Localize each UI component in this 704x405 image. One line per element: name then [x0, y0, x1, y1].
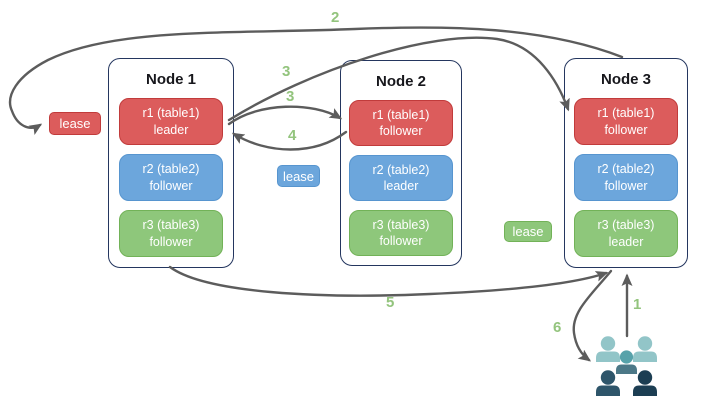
- node-2-replica-r1: r1 (table1) follower: [349, 100, 453, 146]
- node-2-replica-r3: r3 (table3) follower: [349, 210, 453, 256]
- node-3-title: Node 3: [600, 71, 651, 88]
- people-group-icon: [596, 336, 657, 396]
- person-front-left-body: [596, 385, 620, 396]
- replica-role: follower: [604, 122, 648, 137]
- arrow-step-2-node3-to-lease1: [8, 26, 624, 136]
- replica-role: follower: [379, 234, 423, 248]
- person-back-right-head: [637, 336, 653, 351]
- node-1-replica-r2: r2 (table2) follower: [119, 154, 223, 201]
- replica-label: r2 (table2): [372, 162, 430, 177]
- node-3-replica-r2: r2 (table2) follower: [574, 154, 678, 201]
- step-label-5: 5: [386, 294, 395, 311]
- node-3-replica-r1: r1 (table1) follower: [574, 98, 678, 145]
- replica-label: r1 (table1): [142, 106, 200, 120]
- person-back-left-body: [596, 351, 620, 362]
- step-label-2: 2: [331, 9, 340, 26]
- arrow-step-6-node3-to-clients: [572, 269, 613, 362]
- replica-label: r2 (table2): [597, 162, 655, 176]
- person-front-right-head: [637, 370, 653, 385]
- replica-role: leader: [608, 234, 644, 249]
- replica-role: leader: [383, 179, 419, 193]
- replica-label: r2 (table2): [142, 162, 200, 176]
- node-1-replica-r3: r3 (table3) follower: [119, 210, 223, 257]
- node-2-title: Node 2: [375, 73, 426, 90]
- replica-label: r3 (table3): [597, 218, 655, 232]
- node-1-replica-r1: r1 (table1) leader: [119, 98, 223, 145]
- replica-label: r3 (table3): [372, 217, 430, 232]
- lease-badge-r3: lease: [504, 221, 552, 242]
- person-middle-head: [619, 350, 634, 364]
- replica-role: follower: [149, 234, 193, 249]
- replica-label: r1 (table1): [597, 106, 655, 120]
- person-front-left-head: [600, 370, 616, 385]
- replica-role: follower: [604, 178, 648, 193]
- node-1: Node 1 r1 (table1) leader r2 (table2) fo…: [108, 58, 234, 268]
- node-3-replica-r3: r3 (table3) leader: [574, 210, 678, 257]
- lease-badge-r1: lease: [49, 112, 101, 135]
- step-label-3a: 3: [282, 63, 291, 80]
- arrow-step-5-node1-to-node3: [168, 265, 609, 297]
- arrow-step-3-leader-to-node2: [227, 105, 343, 126]
- person-back-left-head: [600, 336, 616, 351]
- node-3: Node 3 r1 (table1) follower r2 (table2) …: [564, 58, 688, 268]
- node-2: Node 2 r1 (table1) follower r2 (table2) …: [340, 60, 462, 266]
- replica-label: r1 (table1): [372, 107, 430, 122]
- lease-badge-r2: lease: [277, 165, 320, 187]
- person-middle-body: [616, 364, 637, 374]
- replica-role: leader: [153, 122, 189, 137]
- replica-label: r3 (table3): [142, 218, 200, 232]
- person-back-right-body: [633, 351, 657, 362]
- step-label-3b: 3: [286, 88, 295, 105]
- person-front-right-body: [633, 385, 657, 396]
- step-label-4: 4: [288, 127, 297, 144]
- step-label-1: 1: [633, 296, 642, 313]
- replica-role: follower: [149, 178, 193, 193]
- node-1-title: Node 1: [145, 71, 196, 88]
- replica-role: follower: [379, 124, 423, 138]
- node-2-replica-r2: r2 (table2) leader: [349, 155, 453, 201]
- step-label-6: 6: [553, 319, 562, 336]
